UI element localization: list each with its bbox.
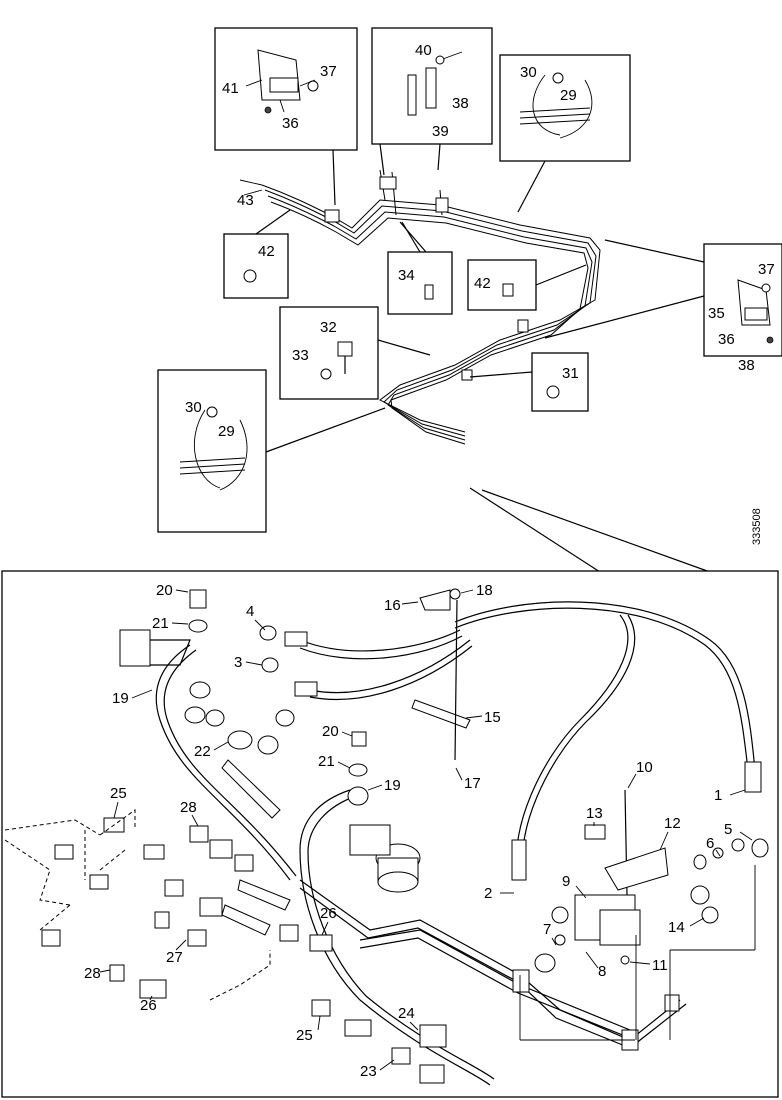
label-18: 18 — [476, 582, 493, 599]
label-25b: 25 — [296, 1027, 313, 1044]
label-38: 38 — [452, 95, 469, 112]
label-3: 3 — [234, 654, 242, 671]
detail-labels: 20 21 19 4 3 16 18 15 17 22 20 21 19 10 … — [84, 582, 753, 1080]
upper-tube-bundle — [239, 169, 601, 445]
label-17: 17 — [464, 775, 481, 792]
label-29b: 29 — [218, 423, 235, 440]
detail-fittings — [4, 588, 769, 1084]
callout-box-bracket-35: 37 35 36 38 — [544, 239, 782, 374]
label-23: 23 — [360, 1063, 377, 1080]
callout-box-bolt-32: 32 33 — [279, 306, 431, 400]
label-36b: 36 — [718, 331, 735, 348]
callout-box-clip-34: 34 — [387, 221, 453, 315]
label-41: 41 — [222, 80, 239, 97]
callout-box-bracket-41: 41 37 36 — [214, 27, 358, 206]
label-13: 13 — [586, 805, 603, 822]
label-16: 16 — [384, 597, 401, 614]
label-21a: 21 — [152, 615, 169, 632]
label-20b: 20 — [322, 723, 339, 740]
label-6: 6 — [706, 835, 714, 852]
label-30: 30 — [520, 64, 537, 81]
label-14: 14 — [668, 919, 685, 936]
label-10: 10 — [636, 759, 653, 776]
label-22: 22 — [194, 743, 211, 760]
label-2: 2 — [484, 885, 492, 902]
callout-box-clamp-29-30-lower: 30 29 — [157, 369, 386, 533]
label-26b: 26 — [140, 997, 157, 1014]
label-37b: 37 — [758, 261, 775, 278]
label-25a: 25 — [110, 785, 127, 802]
label-24: 24 — [398, 1005, 415, 1022]
label-34: 34 — [398, 267, 415, 284]
callout-box-nut-42-right: 42 — [467, 259, 587, 311]
label-42b: 42 — [474, 275, 491, 292]
callout-box-nut-42-left: 42 — [223, 209, 291, 299]
label-19b: 19 — [384, 777, 401, 794]
label-8: 8 — [598, 963, 606, 980]
label-42a: 42 — [258, 243, 275, 260]
label-30b: 30 — [185, 399, 202, 416]
label-29: 29 — [560, 87, 577, 104]
label-21b: 21 — [318, 753, 335, 770]
label-39: 39 — [432, 123, 449, 140]
label-11: 11 — [652, 957, 668, 974]
label-26a: 26 — [320, 905, 337, 922]
callout-box-clip-39: 40 38 39 — [371, 27, 493, 176]
label-19a: 19 — [112, 690, 129, 707]
label-31: 31 — [562, 365, 579, 382]
label-43: 43 — [237, 192, 254, 209]
drawing-code: 333508 — [751, 508, 763, 545]
label-36: 36 — [282, 115, 299, 132]
label-28a: 28 — [180, 799, 197, 816]
label-40: 40 — [415, 42, 432, 59]
label-15: 15 — [484, 709, 501, 726]
callout-box-nut-31: 31 — [469, 352, 589, 412]
label-12: 12 — [664, 815, 681, 832]
label-20a: 20 — [156, 582, 173, 599]
label-35: 35 — [708, 305, 725, 322]
label-4: 4 — [246, 603, 254, 620]
label-9: 9 — [562, 873, 570, 890]
label-27: 27 — [166, 949, 183, 966]
label-1: 1 — [714, 787, 722, 804]
label-7: 7 — [543, 921, 551, 938]
label-37: 37 — [320, 63, 337, 80]
callout-box-clamp-29-30: 30 29 — [499, 54, 631, 213]
label-33: 33 — [292, 347, 309, 364]
detail-hoses-and-tubes — [119, 601, 762, 1086]
label-5: 5 — [724, 821, 732, 838]
label-38b: 38 — [738, 357, 755, 374]
label-28b: 28 — [84, 965, 101, 982]
label-32: 32 — [320, 319, 337, 336]
